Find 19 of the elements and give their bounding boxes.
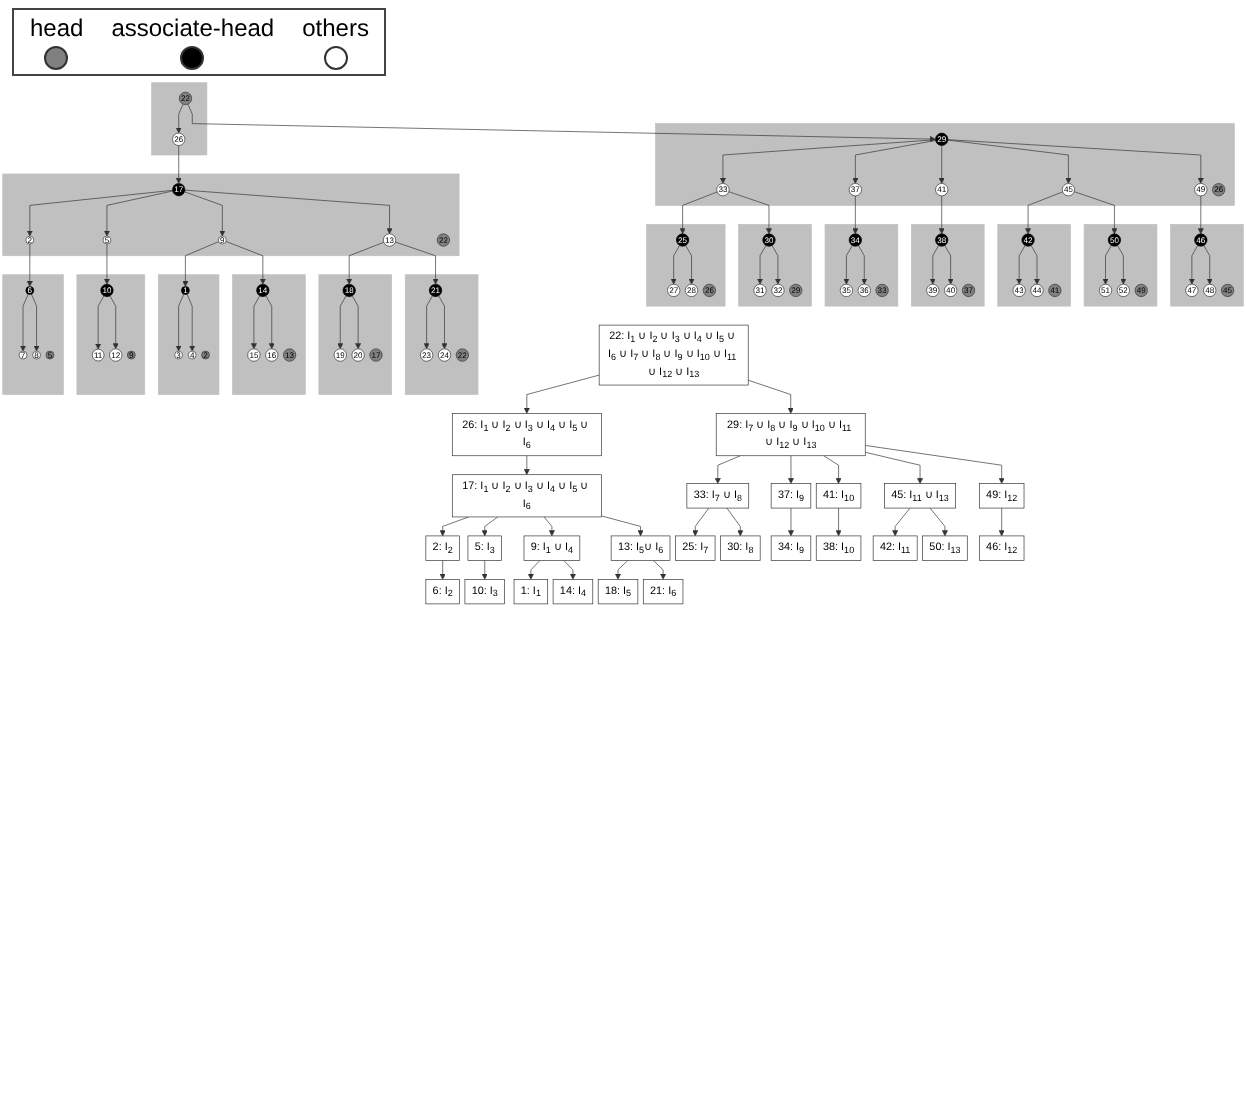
cluster-background xyxy=(151,82,208,156)
cluster-background xyxy=(997,224,1071,307)
cluster-background xyxy=(646,224,726,307)
cluster-background xyxy=(2,173,460,257)
cluster-background xyxy=(1083,224,1158,307)
cluster-background xyxy=(76,274,146,395)
cluster-background xyxy=(911,224,985,307)
cluster-background xyxy=(2,274,64,395)
cluster-background xyxy=(232,274,306,395)
cluster-background xyxy=(404,274,479,395)
cluster-background xyxy=(655,123,1235,206)
legend-label: others xyxy=(302,14,369,42)
cluster-background xyxy=(318,274,392,395)
legend-label: head xyxy=(30,14,84,42)
cluster-background xyxy=(1170,224,1244,307)
cluster-background xyxy=(157,274,220,395)
cluster-background xyxy=(824,224,899,307)
legend-label: associate-head xyxy=(111,14,275,42)
cluster-background xyxy=(738,224,812,307)
